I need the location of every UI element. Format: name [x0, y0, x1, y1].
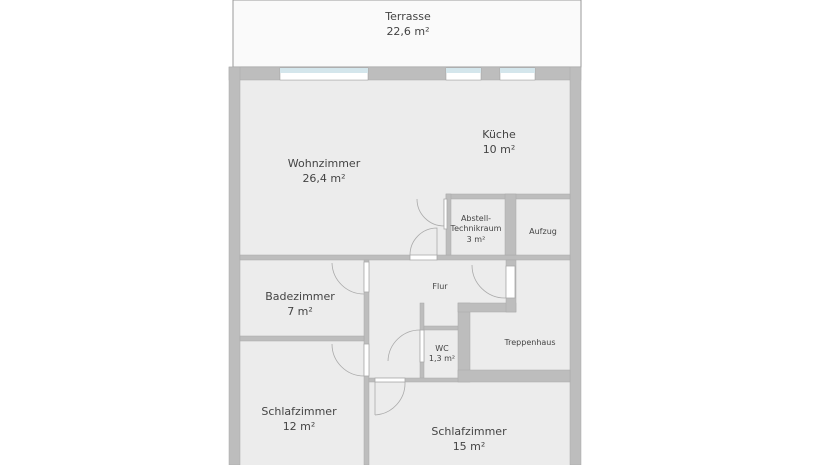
room-name-badezimmer: Badezimmer	[265, 290, 335, 303]
room-area-wohnzimmer: 26,4 m²	[302, 172, 345, 185]
wall-wc-top	[423, 325, 461, 331]
door-bath[interactable]	[363, 261, 370, 293]
door-bedroom1[interactable]	[363, 343, 370, 377]
room-area-terrasse: 22,6 m²	[386, 25, 429, 38]
room-area-wc: 1,3 m²	[429, 354, 455, 363]
wall-lift-left	[504, 193, 517, 256]
wall-right	[569, 66, 582, 465]
room-name-aufzug: Aufzug	[529, 227, 557, 236]
doors	[331, 198, 516, 416]
room-area-abstell: 3 m²	[467, 235, 486, 244]
room-area-badezimmer: 7 m²	[287, 305, 313, 318]
room-name-terrasse: Terrasse	[384, 10, 431, 23]
wall-bath-bottom	[239, 335, 365, 342]
wall-left	[228, 66, 241, 465]
wall-living-south-b	[436, 254, 571, 261]
room-name-abstell: Abstell-	[461, 214, 491, 223]
room-area-schlafzimmer-1: 12 m²	[283, 420, 316, 433]
door-bedroom2[interactable]	[374, 377, 406, 383]
room-area-kueche: 10 m²	[483, 143, 516, 156]
wall-living-south-a	[239, 254, 411, 261]
door-wc[interactable]	[419, 329, 425, 363]
room-name-schlafzimmer-2: Schlafzimmer	[431, 425, 507, 438]
room-name-kueche: Küche	[482, 128, 516, 141]
door-living[interactable]	[409, 254, 438, 261]
room-name-wc: WC	[435, 344, 449, 353]
wall-stair-bottom	[457, 369, 571, 383]
room-name-wohnzimmer: Wohnzimmer	[288, 157, 361, 170]
room-name-schlafzimmer-1: Schlafzimmer	[261, 405, 337, 418]
wall-stair-left	[457, 302, 471, 381]
terrace-area	[232, 0, 582, 68]
door-storage[interactable]	[443, 198, 448, 230]
room-name-flur: Flur	[432, 282, 448, 291]
room-name-technikraum: Technikraum	[450, 224, 502, 233]
room-area-schlafzimmer-2: 15 m²	[453, 440, 486, 453]
door-stairs[interactable]	[505, 265, 516, 299]
walls	[228, 66, 582, 465]
room-name-treppenhaus: Treppenhaus	[503, 338, 555, 347]
